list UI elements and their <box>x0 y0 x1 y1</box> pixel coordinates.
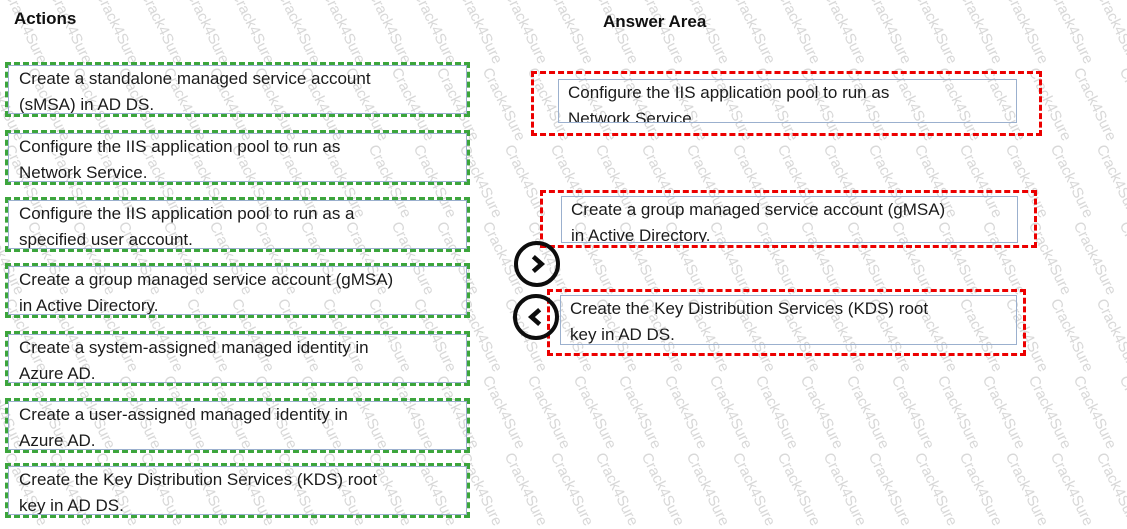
watermark-text: Crack4Sure <box>569 373 620 452</box>
move-left-button[interactable] <box>513 294 559 340</box>
actions-column-title: Actions <box>14 9 77 28</box>
watermark-text: Crack4Sure <box>273 0 324 67</box>
watermark-text: Crack4Sure <box>819 0 870 67</box>
watermark-text: Crack4Sure <box>1024 373 1075 452</box>
watermark-text: Crack4Sure <box>1069 219 1120 298</box>
action-item-text: Create a standalone managed service acco… <box>8 65 467 114</box>
watermark-text: Crack4Sure <box>864 0 915 67</box>
action-item-gmsa[interactable]: Create a group managed service account (… <box>5 263 470 318</box>
watermark-text: Crack4Sure <box>546 450 597 529</box>
action-item-user-assigned-identity[interactable]: Create a user-assigned managed identity … <box>5 398 470 453</box>
watermark-text: Crack4Sure <box>773 0 824 67</box>
watermark-text: Crack4Sure <box>523 373 574 452</box>
watermark-text: Crack4Sure <box>455 0 506 67</box>
move-right-button[interactable] <box>514 241 560 287</box>
watermark-text: Crack4Sure <box>1069 65 1120 144</box>
action-item-text: Create a system-assigned managed identit… <box>8 334 467 383</box>
watermark-text: Crack4Sure <box>1115 65 1127 144</box>
watermark-text: Crack4Sure <box>1092 450 1127 529</box>
watermark-text: Crack4Sure <box>796 373 847 452</box>
action-item-text: Create the Key Distribution Services (KD… <box>8 466 467 515</box>
action-item-iis-network-service[interactable]: Configure the IIS application pool to ru… <box>5 130 470 185</box>
action-item-kds-root-key[interactable]: Create the Key Distribution Services (KD… <box>5 463 470 518</box>
watermark-text: Crack4Sure <box>910 0 961 67</box>
watermark-text: Crack4Sure <box>91 0 142 67</box>
watermark-text: Crack4Sure <box>751 373 802 452</box>
answer-slot-iis-network-service[interactable]: Configure the IIS application pool to ru… <box>531 71 1042 136</box>
watermark-text: Crack4Sure <box>1092 142 1127 221</box>
chevron-left-icon <box>527 307 542 327</box>
watermark-text: Crack4Sure <box>910 450 961 529</box>
watermark-text: Crack4Sure <box>864 450 915 529</box>
answer-slot-text: Configure the IIS application pool to ru… <box>558 79 1017 123</box>
watermark-text: Crack4Sure <box>978 373 1029 452</box>
watermark-text: Crack4Sure <box>546 0 597 67</box>
watermark-text: Crack4Sure <box>1092 0 1127 67</box>
answer-slot-gmsa[interactable]: Create a group managed service account (… <box>540 190 1037 248</box>
watermark-text: Crack4Sure <box>1092 296 1127 375</box>
answer-slot-kds-root-key[interactable]: Create the Key Distribution Services (KD… <box>547 289 1026 356</box>
watermark-text: Crack4Sure <box>1046 0 1097 67</box>
watermark-text: Crack4Sure <box>478 65 529 144</box>
watermark-text: Crack4Sure <box>1046 142 1097 221</box>
watermark-text: Crack4Sure <box>682 0 733 67</box>
watermark-text: Crack4Sure <box>500 0 551 67</box>
action-item-smsa[interactable]: Create a standalone managed service acco… <box>5 62 470 117</box>
chevron-right-icon <box>531 254 546 274</box>
watermark-text: Crack4Sure <box>0 296 5 375</box>
action-item-text: Create a group managed service account (… <box>8 266 467 315</box>
watermark-text: Crack4Sure <box>1115 373 1127 452</box>
watermark-text: Crack4Sure <box>591 0 642 67</box>
watermark-text: Crack4Sure <box>933 373 984 452</box>
watermark-text: Crack4Sure <box>136 0 187 67</box>
watermark-text: Crack4Sure <box>637 0 688 67</box>
watermark-text: Crack4Sure <box>1115 219 1127 298</box>
watermark-text: Crack4Sure <box>637 450 688 529</box>
watermark-text: Crack4Sure <box>819 450 870 529</box>
watermark-text: Crack4Sure <box>1069 373 1120 452</box>
watermark-text: Crack4Sure <box>705 373 756 452</box>
watermark-text: Crack4Sure <box>682 450 733 529</box>
watermark-text: Crack4Sure <box>591 450 642 529</box>
watermark-text: Crack4Sure <box>614 373 665 452</box>
watermark-text: Crack4Sure <box>478 373 529 452</box>
action-item-text: Configure the IIS application pool to ru… <box>8 200 467 249</box>
watermark-text: Crack4Sure <box>364 0 415 67</box>
answer-slot-text: Create a group managed service account (… <box>561 196 1018 243</box>
answer-slot-text: Create the Key Distribution Services (KD… <box>560 295 1017 345</box>
watermark-text: Crack4Sure <box>1001 450 1052 529</box>
watermark-text: Crack4Sure <box>0 0 5 67</box>
watermark-text: Crack4Sure <box>409 0 460 67</box>
watermark-text: Crack4Sure <box>728 450 779 529</box>
watermark-text: Crack4Sure <box>227 0 278 67</box>
watermark-text: Crack4Sure <box>955 0 1006 67</box>
watermark-text: Crack4Sure <box>500 450 551 529</box>
watermark-text: Crack4Sure <box>0 450 5 529</box>
watermark-text: Crack4Sure <box>0 142 5 221</box>
watermark-text: Crack4Sure <box>1046 450 1097 529</box>
action-item-iis-user-account[interactable]: Configure the IIS application pool to ru… <box>5 197 470 252</box>
action-item-text: Create a user-assigned managed identity … <box>8 401 467 450</box>
action-item-text: Configure the IIS application pool to ru… <box>8 133 467 182</box>
watermark-text: Crack4Sure <box>955 450 1006 529</box>
watermark-text: Crack4Sure <box>182 0 233 67</box>
watermark-text: Crack4Sure <box>887 373 938 452</box>
watermark-text: Crack4Sure <box>318 0 369 67</box>
watermark-text: Crack4Sure <box>728 0 779 67</box>
action-item-system-assigned-identity[interactable]: Create a system-assigned managed identit… <box>5 331 470 386</box>
watermark-text: Crack4Sure <box>660 373 711 452</box>
watermark-text: Crack4Sure <box>842 373 893 452</box>
answer-area-title: Answer Area <box>603 12 707 31</box>
watermark-text: Crack4Sure <box>773 450 824 529</box>
watermark-text: Crack4Sure <box>1001 0 1052 67</box>
watermark-text: Crack4Sure <box>1046 296 1097 375</box>
